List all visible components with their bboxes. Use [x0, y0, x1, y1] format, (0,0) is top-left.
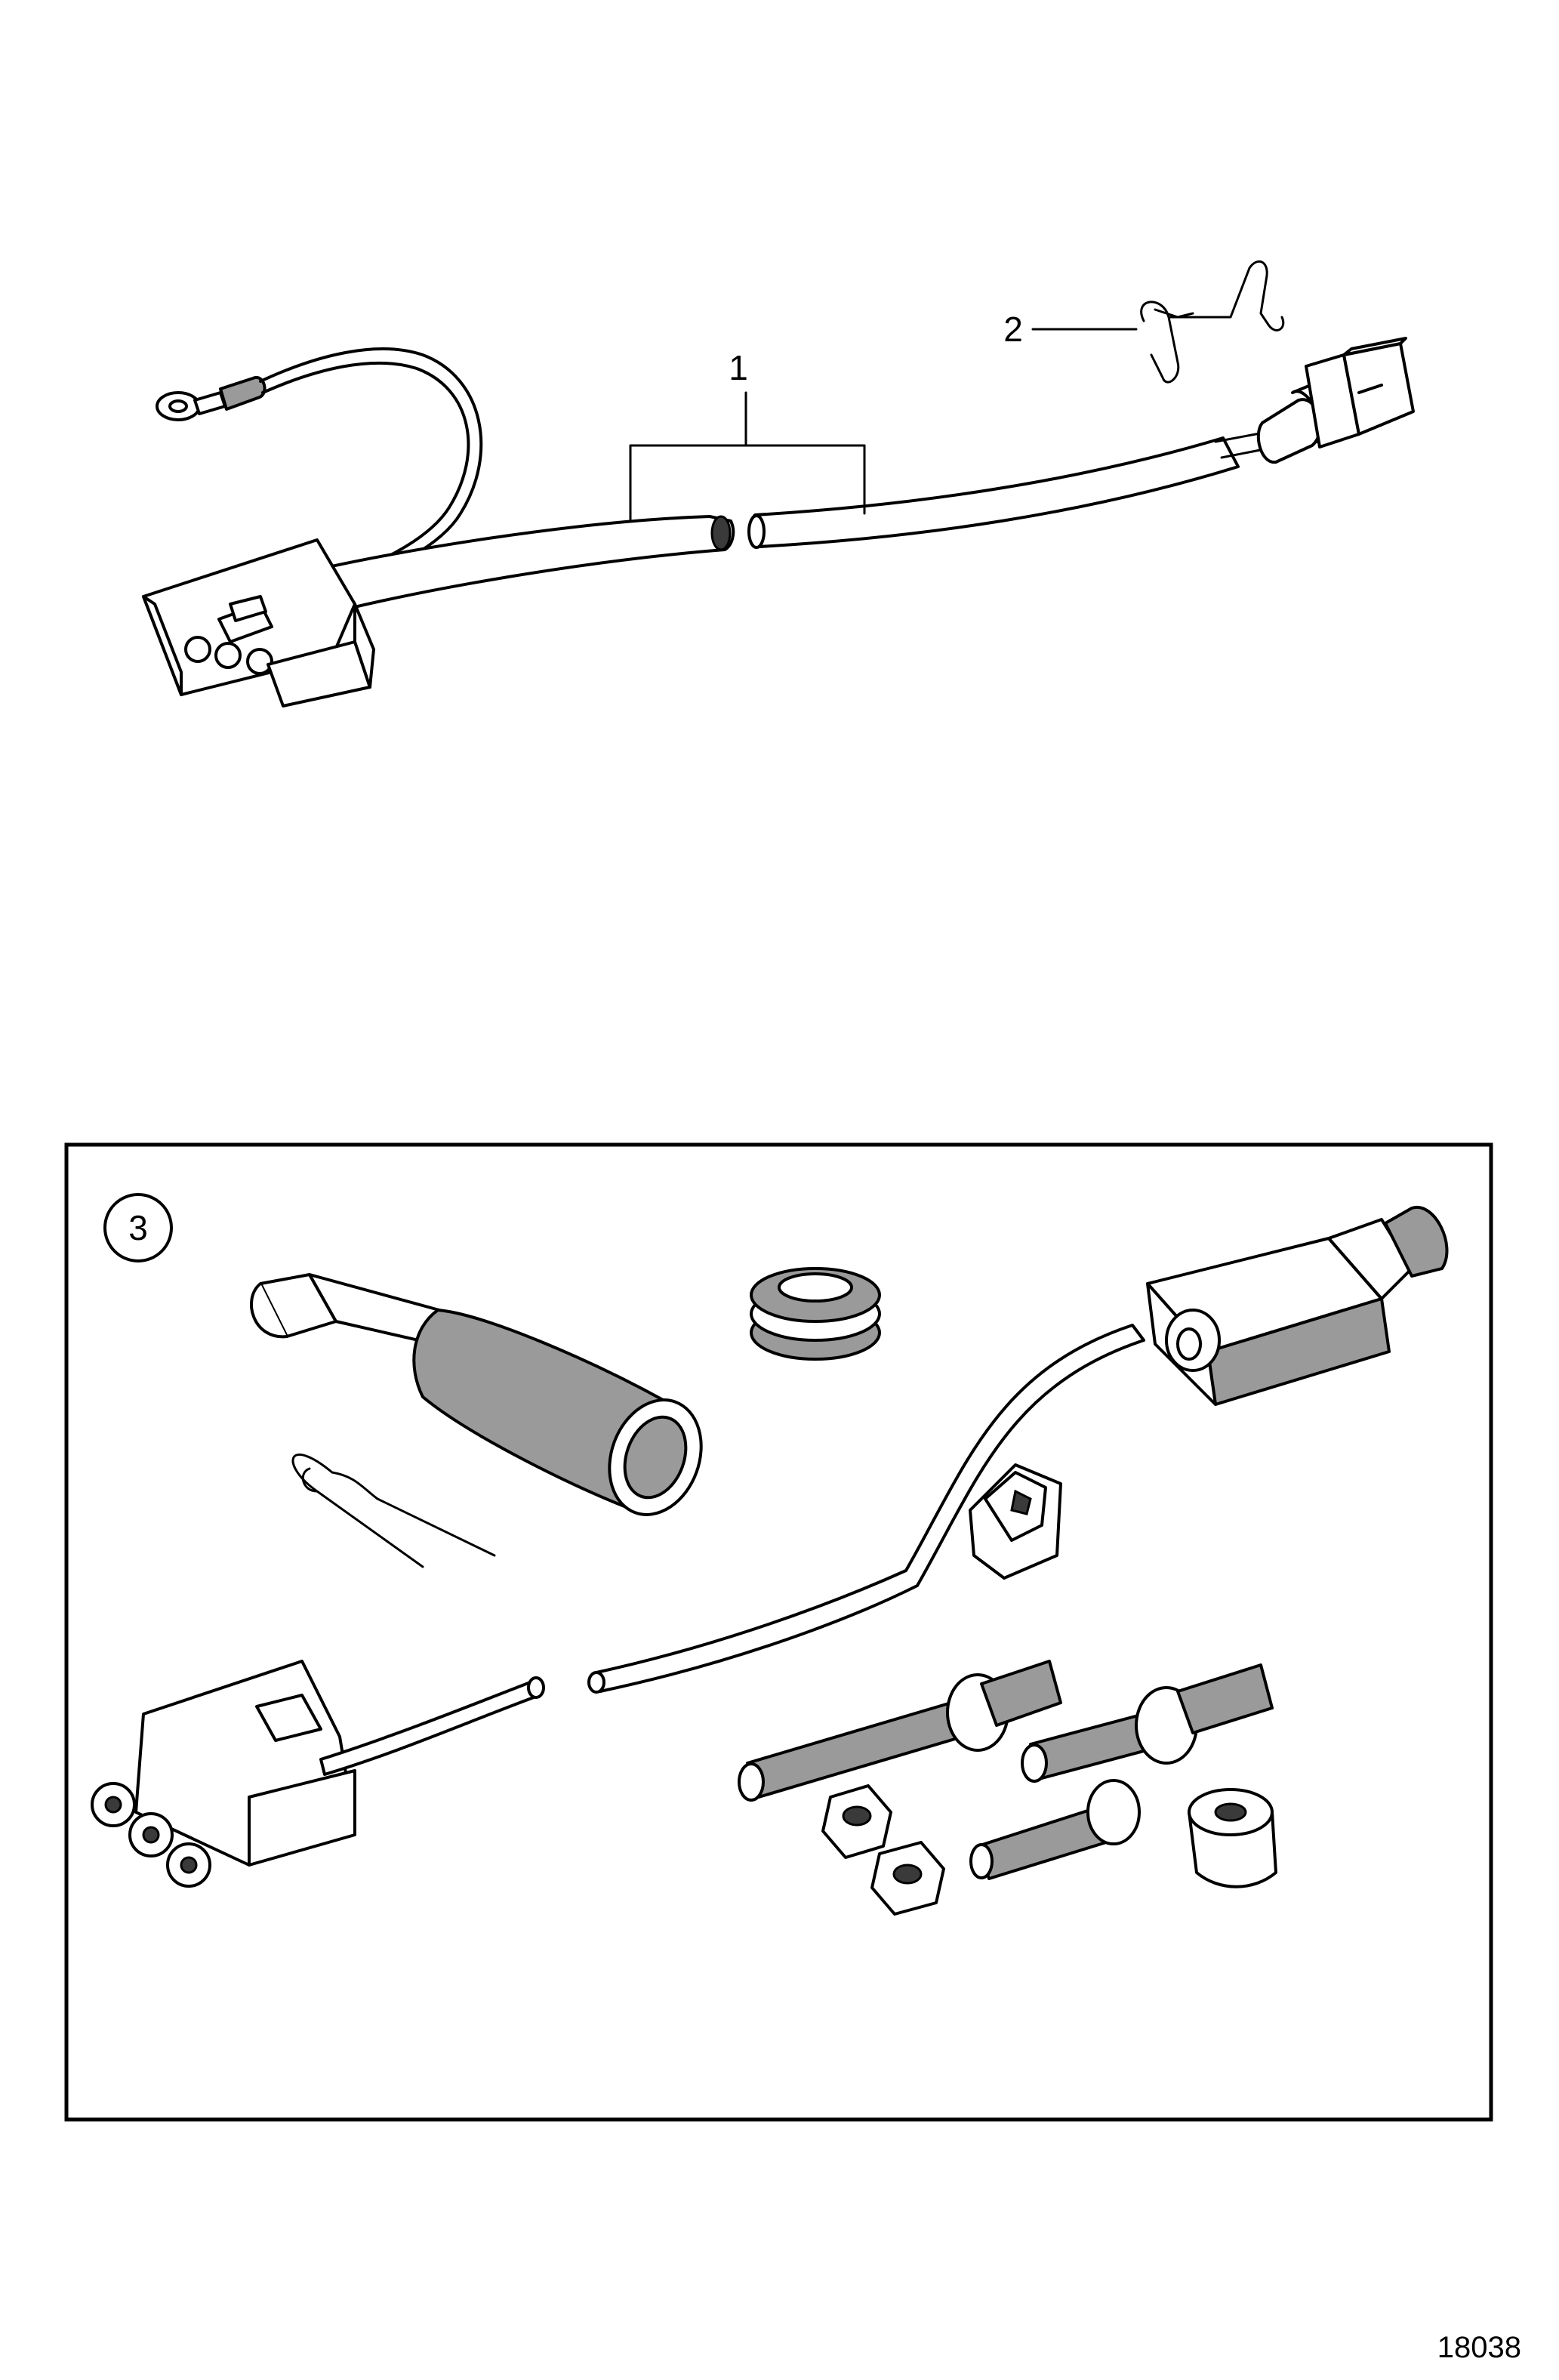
callout-2: 2	[1003, 260, 1285, 384]
short-screw	[969, 1779, 1141, 1880]
long-bolt-2	[1021, 1663, 1274, 1783]
callout-3-label: 3	[128, 1208, 148, 1247]
hex-nut-2	[870, 1841, 945, 1916]
temperature-sensor	[587, 1205, 1449, 1694]
spring-clip	[1140, 260, 1285, 384]
cable-harness	[142, 337, 1415, 708]
kit-frame	[64, 1142, 1493, 2122]
sealing-ring	[750, 1267, 881, 1361]
callout-2-label: 2	[1003, 310, 1023, 349]
hex-nut-1	[821, 1784, 892, 1859]
cable-left	[297, 515, 735, 617]
long-bolt-1	[738, 1660, 1062, 1802]
callout-3: 3	[103, 1193, 173, 1262]
callout-1: 1	[629, 348, 866, 523]
three-pin-connector	[142, 538, 375, 708]
figure-number: 18038	[1437, 2331, 1521, 2364]
three-pin-plug	[91, 1660, 545, 1888]
castle-nut	[969, 1463, 1062, 1580]
callout-1-label: 1	[729, 348, 748, 387]
bullet-connector	[1256, 337, 1415, 464]
sensor-cylinder	[249, 1273, 703, 1516]
cotter-pin	[291, 1454, 496, 1568]
cable-right	[748, 436, 1240, 548]
bushing	[1188, 1788, 1277, 1888]
